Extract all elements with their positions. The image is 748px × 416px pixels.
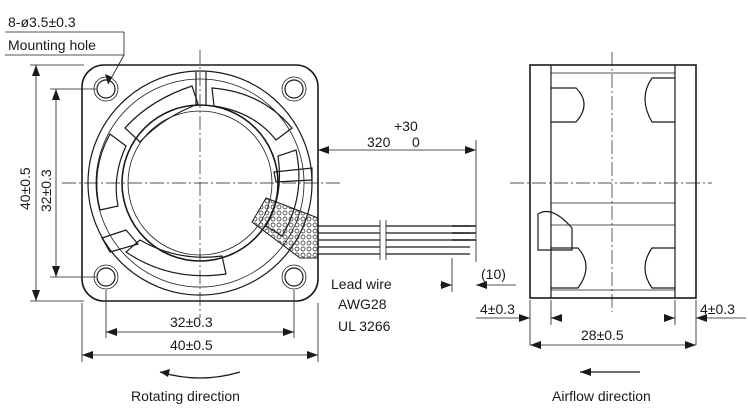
dim-strip-length: (10) bbox=[440, 258, 516, 292]
width-outer-label: 40±0.5 bbox=[170, 337, 213, 353]
strip-length-label: (10) bbox=[481, 266, 506, 282]
dim-height-outer: 40±0.5 bbox=[17, 64, 84, 302]
flange-right-label: 4±0.3 bbox=[700, 301, 735, 317]
hole-spec-label: 8-ø3.5±0.3 bbox=[8, 14, 76, 30]
lead-awg-label: AWG28 bbox=[338, 296, 387, 312]
dim-width-outer: 40±0.5 bbox=[81, 303, 319, 362]
mounting-hole-callout: 8-ø3.5±0.3 Mounting hole bbox=[5, 14, 125, 85]
dim-flange-left: 4±0.3 bbox=[476, 300, 562, 345]
width-pitch-label: 32±0.3 bbox=[170, 314, 213, 330]
depth-label: 28±0.5 bbox=[581, 327, 624, 343]
side-wire-exit bbox=[537, 210, 573, 251]
lead-wires bbox=[318, 220, 476, 260]
airflow-direction-caption: Airflow direction bbox=[552, 388, 651, 404]
flange-left-label: 4±0.3 bbox=[480, 301, 515, 317]
fan-struts bbox=[101, 72, 313, 253]
fan-blades bbox=[96, 85, 300, 277]
mounting-hole-label: Mounting hole bbox=[8, 37, 96, 53]
mounting-hole bbox=[284, 267, 304, 287]
mounting-hole bbox=[96, 267, 116, 287]
dim-flange-right: 4±0.3 bbox=[664, 300, 746, 345]
lead-length-label: 320 bbox=[367, 134, 391, 150]
wire-channel bbox=[251, 197, 319, 259]
dim-depth: 28±0.5 bbox=[530, 327, 696, 349]
rotating-direction-caption: Rotating direction bbox=[131, 388, 240, 404]
lead-tol-upper-label: +30 bbox=[394, 118, 418, 134]
lead-ul-label: UL 3266 bbox=[338, 318, 391, 334]
side-view bbox=[510, 52, 712, 376]
height-outer-label: 40±0.5 bbox=[17, 167, 33, 210]
lead-tol-lower-label: 0 bbox=[412, 134, 420, 150]
dim-height-pitch: 32±0.3 bbox=[38, 88, 96, 278]
front-view bbox=[62, 50, 340, 379]
rotation-arrow bbox=[159, 371, 241, 379]
side-frame bbox=[529, 64, 697, 299]
mounting-hole bbox=[96, 79, 116, 99]
height-pitch-label: 32±0.3 bbox=[38, 169, 54, 212]
dim-width-pitch: 32±0.3 bbox=[105, 290, 295, 338]
lead-wire-label: Lead wire bbox=[331, 276, 392, 292]
mounting-hole bbox=[284, 79, 304, 99]
dim-lead-length: 320 +30 0 bbox=[317, 118, 477, 262]
